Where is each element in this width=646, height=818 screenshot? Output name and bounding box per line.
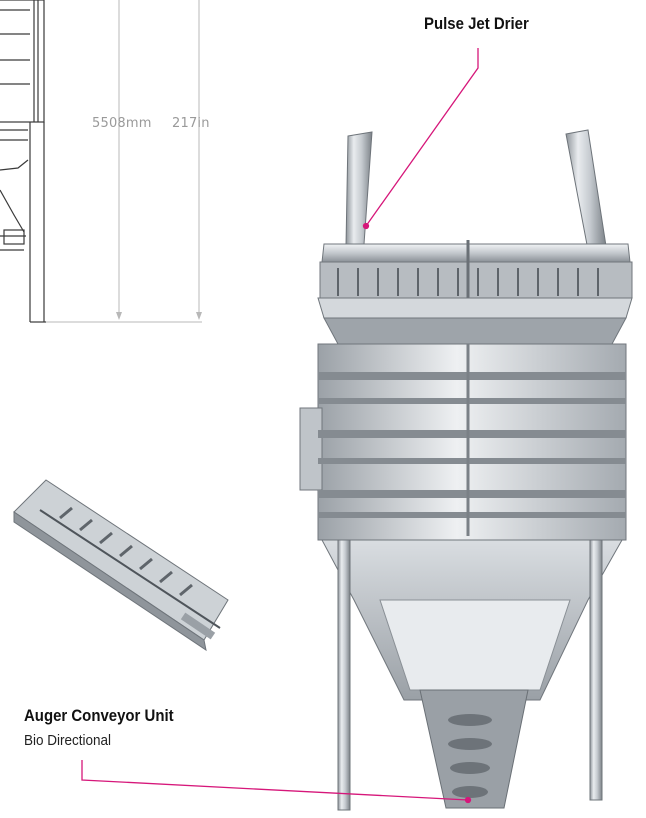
dimension-lines [46,0,202,323]
auger-leader [81,760,469,801]
auger-leader-dot [464,796,472,804]
dimension-imperial-label: 217in [172,116,210,131]
pulse-jet-leader [365,48,479,227]
auger-conveyor-title: Auger Conveyor Unit [24,706,174,725]
pulse-jet-drier-title: Pulse Jet Drier [424,14,529,33]
auger-conveyor-subtitle: Bio Directional [24,732,112,749]
pulse-jet-drier-render [299,129,633,811]
auger-conveyor-render [13,479,229,652]
dimension-metric-label: 5508mm [92,116,152,131]
leader-lines [81,48,479,804]
side-view-drawing [0,0,46,323]
pulse-jet-leader-dot [362,222,370,230]
